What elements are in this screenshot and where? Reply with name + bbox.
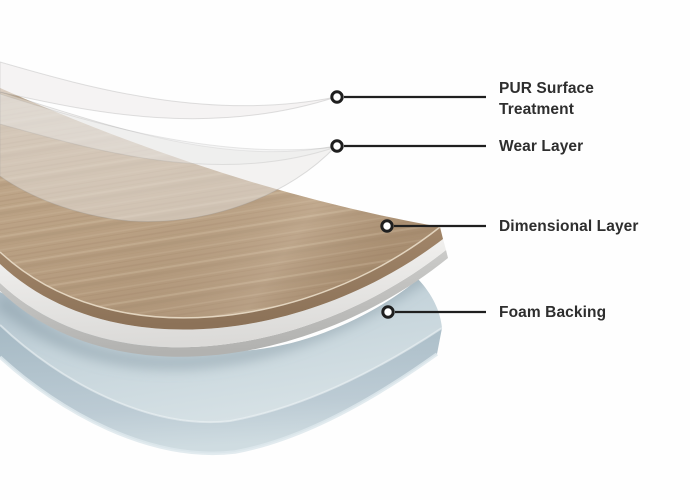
callout-dimensional: [380, 219, 486, 233]
plank-white-core: [0, 239, 446, 348]
foam-bottom-lip: [0, 352, 439, 455]
foam-bevel-highlight: [0, 324, 443, 424]
callout-foam: [381, 305, 486, 319]
marker-dot-icon: [380, 219, 394, 233]
marker-dot-icon: [330, 139, 344, 153]
layer-label-foam-backing: Foam Backing: [499, 304, 607, 321]
foam-top-face: [0, 279, 442, 423]
wood-edge-highlight: [0, 226, 441, 319]
callout-pur: [330, 90, 486, 104]
layer-label-dimensional-layer: Dimensional Layer: [499, 218, 639, 235]
foam-front-face: [0, 325, 442, 454]
marker-dot-icon: [381, 305, 395, 319]
callout-wear: [330, 139, 486, 153]
layer-label-pur-surface-treatment: PUR Surface Treatment: [499, 80, 594, 118]
marker-dot-icon: [330, 90, 344, 104]
layer-label-wear-layer: Wear Layer: [499, 138, 584, 155]
